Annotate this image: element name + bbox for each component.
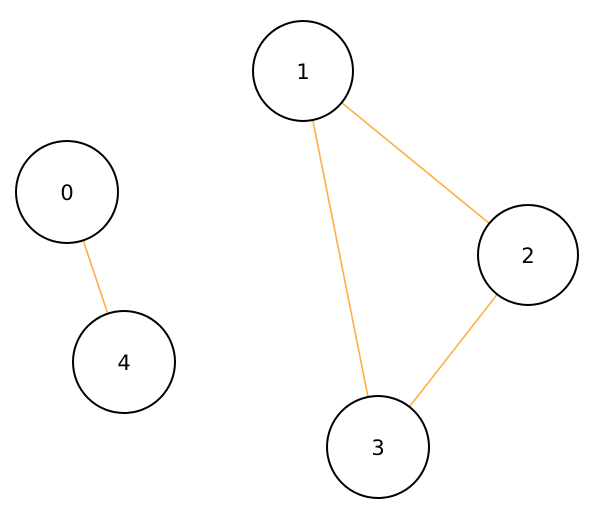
graph-node-circle-4[interactable] — [72, 310, 176, 414]
graph-node-2[interactable]: 2 — [477, 204, 579, 306]
graph-edge-0-4[interactable] — [82, 240, 109, 314]
graph-node-circle-1[interactable] — [252, 20, 354, 122]
graph-edge-2-3[interactable] — [409, 294, 498, 407]
graph-node-circle-3[interactable] — [326, 395, 430, 499]
graph-node-label-4: 4 — [117, 351, 130, 375]
graph-node-label-0: 0 — [60, 181, 73, 205]
graph-node-4[interactable]: 4 — [72, 310, 176, 414]
graph-node-circle-0[interactable] — [15, 140, 119, 244]
graph-node-1[interactable]: 1 — [252, 20, 354, 122]
edge-layer — [82, 102, 498, 407]
node-layer: 0 1 2 3 4 — [15, 20, 579, 499]
graph-node-label-2: 2 — [521, 244, 534, 268]
graph-edge-1-3[interactable] — [312, 120, 369, 397]
graph-node-label-3: 3 — [371, 436, 384, 460]
graph-node-label-1: 1 — [296, 60, 309, 84]
graph-node-3[interactable]: 3 — [326, 395, 430, 499]
graph-node-circle-2[interactable] — [477, 204, 579, 306]
graph-node-0[interactable]: 0 — [15, 140, 119, 244]
graph-edge-1-2[interactable] — [341, 102, 490, 224]
